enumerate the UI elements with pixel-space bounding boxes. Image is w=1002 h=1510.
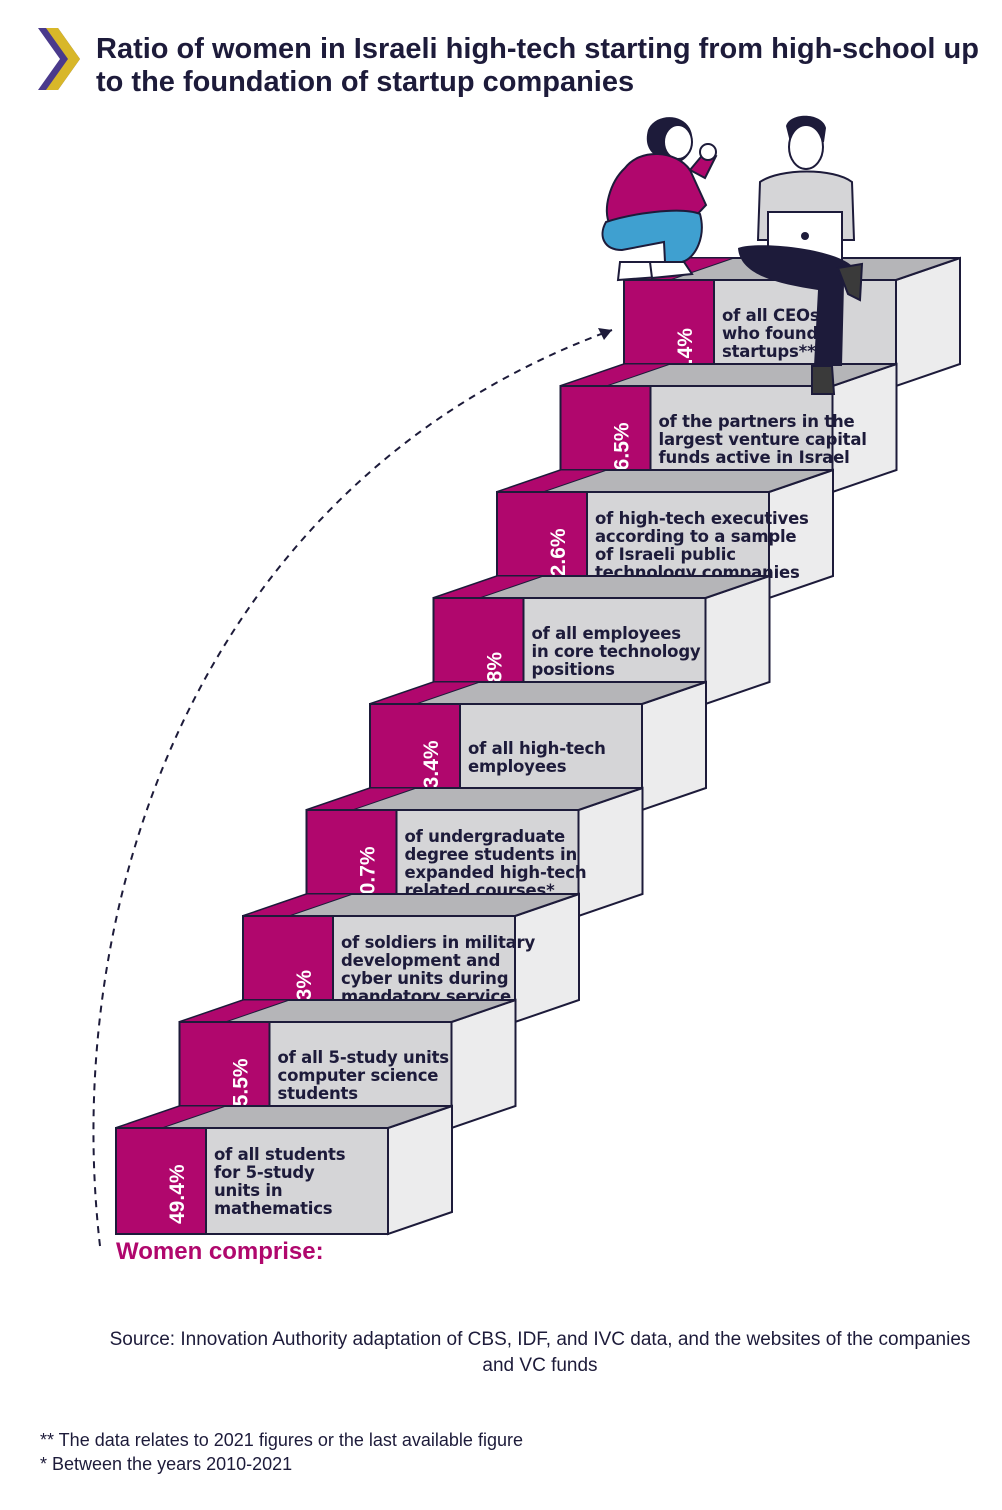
source-note: Source: Innovation Authority adaptation … (109, 1329, 971, 1376)
women-comprise-label: Women comprise: (116, 1238, 324, 1265)
step-description-line: largest venture capital (659, 430, 867, 449)
step-description-line: of soldiers in military (341, 933, 535, 952)
footnote-single-star: * Between the years 2010-2021 (40, 1454, 293, 1474)
step-description-line: employees (468, 757, 567, 776)
chevron-logo-icon (38, 28, 80, 90)
step-description-line: development and (341, 951, 500, 970)
step-description-line: funds active in Israel (659, 448, 850, 467)
step-description-line: of all students (214, 1145, 346, 1164)
step-description-line: of undergraduate (405, 827, 566, 846)
step-description-line: who founded (722, 324, 841, 343)
percent-label: 30.7% (357, 846, 380, 906)
footnote-double-star: ** The data relates to 2021 figures or t… (40, 1430, 523, 1450)
arrow-head-icon (598, 328, 612, 340)
step-description-line: students (278, 1084, 359, 1103)
step-description-line: of all CEOs (722, 306, 820, 325)
step-description-line: of the partners in the (659, 412, 855, 431)
chart-title: Ratio of women in Israeli high-tech star… (96, 33, 979, 98)
step-description-line: startups** (722, 342, 816, 361)
step-description-line: expanded high-tech (405, 863, 587, 882)
step-description-line: degree students in (405, 845, 578, 864)
step-description-line: computer science (278, 1066, 439, 1085)
step-description-line: for 5-study (214, 1163, 315, 1182)
step-description-line: of Israeli public (595, 545, 736, 564)
step-description-line: units in (214, 1181, 282, 1200)
percent-label: 33.4% (420, 740, 443, 800)
step-description-line: mathematics (214, 1199, 333, 1218)
step-description-line: of all employees (532, 624, 682, 643)
dashed-arrow-path (92, 329, 613, 1247)
step-description-line: in core technology (532, 642, 701, 661)
value-block (115, 1127, 207, 1235)
step-description-line: positions (532, 660, 616, 679)
percent-label: 35.5% (230, 1058, 253, 1118)
percent-label: 22.6% (547, 528, 570, 588)
step-description-line: of high-tech executives (595, 509, 809, 528)
man-illustration (738, 115, 864, 395)
percent-label: 49.4% (166, 1164, 189, 1224)
woman-illustration (601, 117, 718, 282)
step-description-line: cyber units during (341, 969, 508, 988)
step-description-line: of all high-tech (468, 739, 606, 758)
percent-label: 16.5% (611, 422, 634, 482)
step-description-line: of all 5-study units (278, 1048, 450, 1067)
step-description-line: according to a sample (595, 527, 796, 546)
